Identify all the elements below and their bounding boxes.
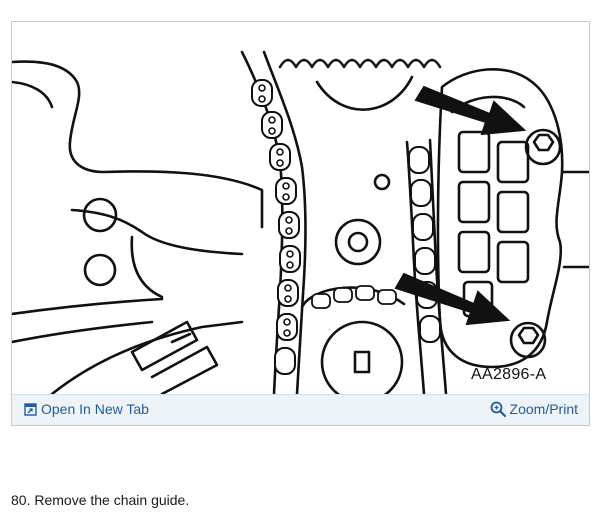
lower-bolt <box>509 321 547 359</box>
figure-code: AA2896-A <box>471 366 547 383</box>
chain-left-inner <box>262 50 307 394</box>
bolt-hole-left-2 <box>83 253 117 287</box>
step-instruction: 80. Remove the chain guide. <box>11 492 190 508</box>
figure-toolbar: Open In New Tab Zoom/Print <box>12 394 589 425</box>
zoom-print-label: Zoom/Print <box>509 401 578 417</box>
callout-arrows <box>394 85 527 326</box>
bolt-hole-left-1 <box>82 197 118 233</box>
center-shaft <box>334 218 382 266</box>
upper-bolt <box>524 128 562 166</box>
chain-guide-illustration: AA2896-A <box>12 22 589 394</box>
zoom-print-button[interactable]: Zoom/Print <box>490 401 578 417</box>
figure-card: AA2896-A Open In New Tab Zoom/Print <box>11 21 590 426</box>
arrow-upper-bolt <box>414 85 527 136</box>
timing-chain-drawing <box>12 50 589 394</box>
magnifier-icon <box>490 401 506 417</box>
open-in-new-tab-button[interactable]: Open In New Tab <box>24 401 149 417</box>
arrow-lower-bolt <box>394 272 511 326</box>
open-new-tab-icon <box>24 402 37 416</box>
open-in-new-tab-label: Open In New Tab <box>41 401 149 417</box>
housing-outline <box>12 60 264 229</box>
cam-sprocket-teeth <box>278 58 442 69</box>
